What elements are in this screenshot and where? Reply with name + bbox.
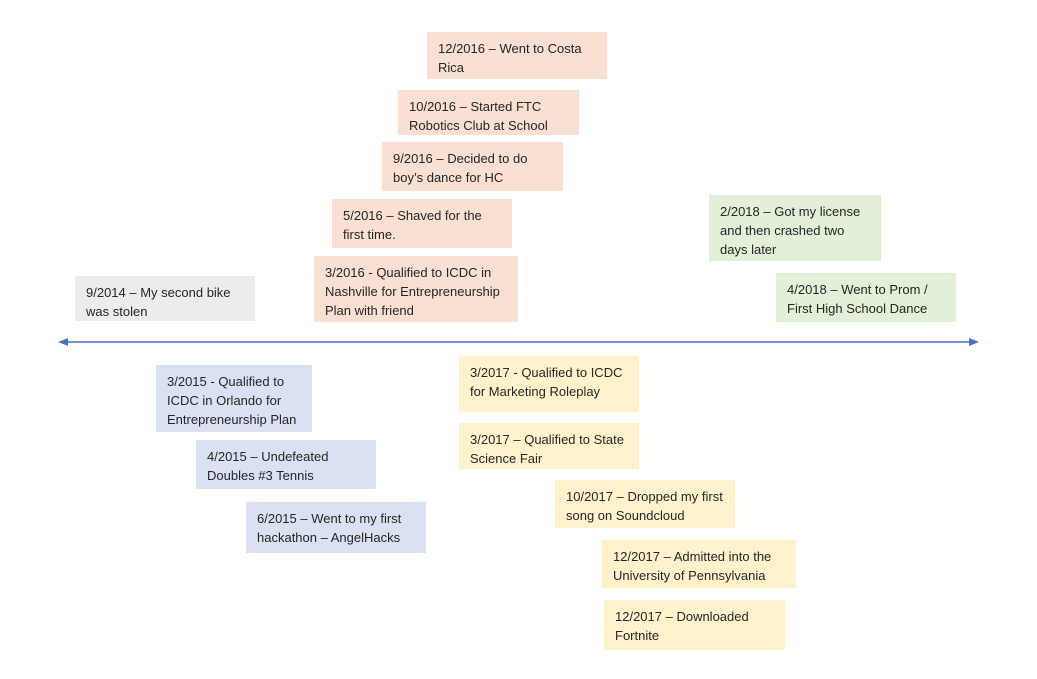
event-2016-09-boys-dance: 9/2016 – Decided to do boy’s dance for H… [382, 142, 563, 191]
event-2017-12-upenn: 12/2017 – Admitted into the University o… [602, 540, 796, 588]
event-2017-03-icdc-marketing: 3/2017 - Qualified to ICDC for Marketing… [459, 356, 639, 412]
event-2016-10-ftc-robotics: 10/2016 – Started FTC Robotics Club at S… [398, 90, 579, 135]
event-2016-05-shaved: 5/2016 – Shaved for the first time. [332, 199, 512, 248]
event-2016-03-icdc-nashville: 3/2016 - Qualified to ICDC in Nashville … [314, 256, 518, 322]
event-2017-10-soundcloud: 10/2017 – Dropped my first song on Sound… [555, 480, 735, 528]
event-2015-06-hackathon: 6/2015 – Went to my first hackathon – An… [246, 502, 426, 553]
event-2018-02-license: 2/2018 – Got my license and then crashed… [709, 195, 881, 261]
left-arrowhead-icon [58, 338, 68, 346]
event-2014-09-bike-stolen: 9/2014 – My second bike was stolen [75, 276, 255, 321]
right-arrowhead-icon [969, 338, 979, 346]
event-2015-03-icdc-orlando: 3/2015 - Qualified to ICDC in Orlando fo… [156, 365, 312, 432]
event-2017-12-fortnite: 12/2017 – Downloaded Fortnite [604, 600, 785, 650]
event-2017-03-science-fair: 3/2017 – Qualified to State Science Fair [459, 423, 639, 469]
event-2016-12-costa-rica: 12/2016 – Went to Costa Rica [427, 32, 607, 79]
event-2018-04-prom: 4/2018 – Went to Prom / First High Schoo… [776, 273, 956, 322]
event-2015-04-tennis: 4/2015 – Undefeated Doubles #3 Tennis [196, 440, 376, 489]
